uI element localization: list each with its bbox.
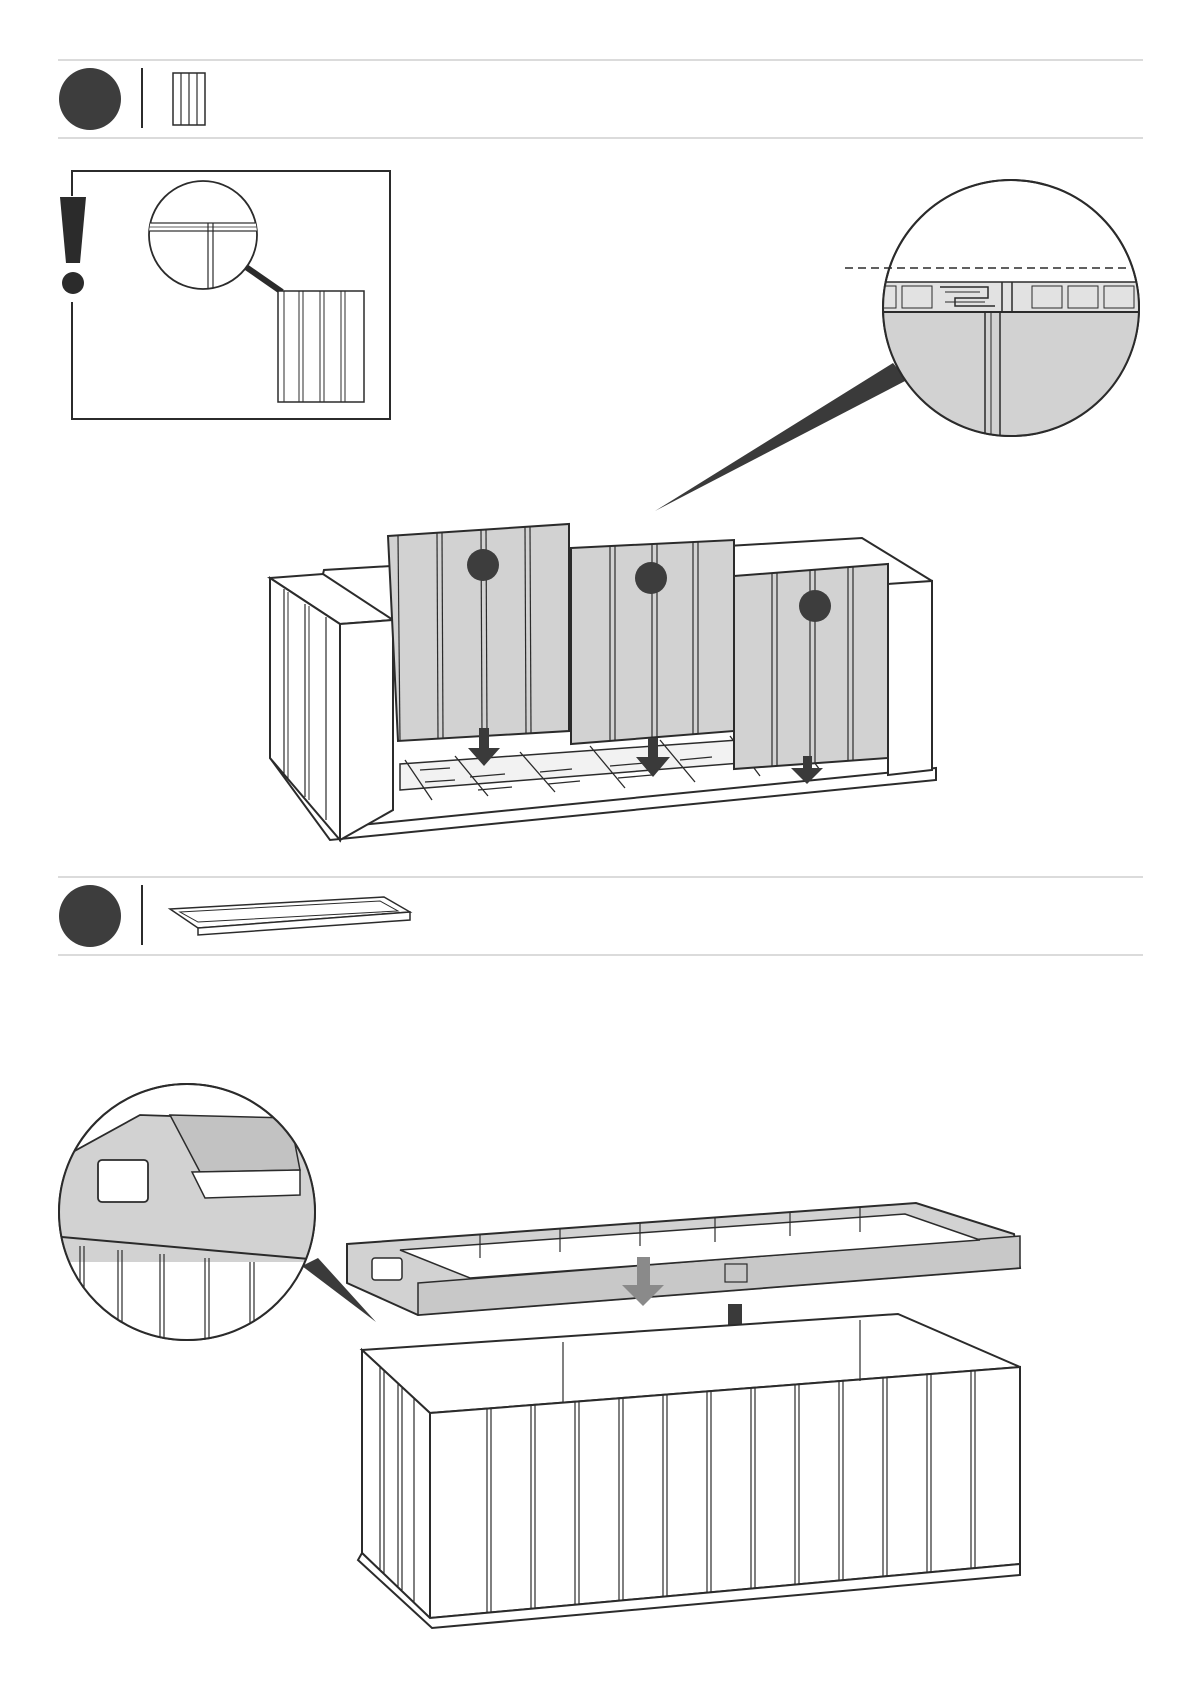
base-frame-icon — [170, 897, 410, 935]
step-2-badge — [59, 885, 121, 947]
panel-joint-detail — [145, 181, 282, 292]
panel-strip-icon — [173, 73, 205, 125]
step-1-badge — [59, 68, 121, 130]
panel-top-edge-detail — [655, 180, 1170, 511]
exclamation-icon — [60, 197, 86, 294]
step2-box-assembly — [347, 1203, 1020, 1628]
storage-box-body — [358, 1314, 1020, 1628]
step2-header — [58, 877, 1143, 955]
step1-header — [58, 60, 1143, 138]
step1-box-assembly — [270, 524, 936, 840]
panel-strips-small — [278, 291, 364, 402]
warning-box — [60, 171, 390, 419]
frame-corner-handle-detail — [40, 1084, 376, 1352]
base-frame-part — [347, 1203, 1020, 1315]
